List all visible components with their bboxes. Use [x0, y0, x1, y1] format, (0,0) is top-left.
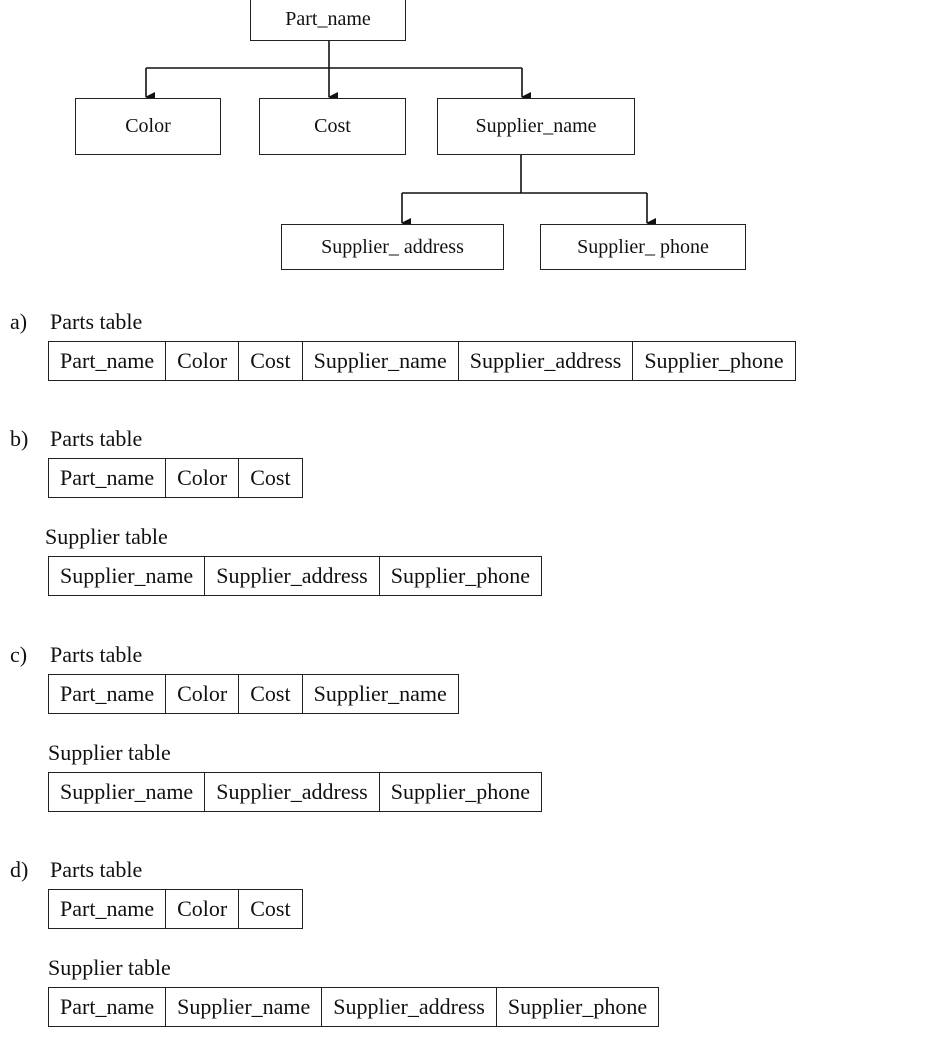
- column-cell: Supplier_phone: [378, 772, 543, 812]
- column-cell: Cost: [238, 889, 303, 929]
- node-supplier-phone: Supplier_ phone: [540, 224, 746, 270]
- column-cell: Cost: [238, 674, 303, 714]
- option-letter: d): [10, 857, 29, 882]
- column-cell: Color: [165, 341, 240, 381]
- column-cell: Cost: [238, 458, 303, 498]
- column-cell: Supplier_address: [204, 772, 380, 812]
- node-color: Color: [75, 98, 221, 155]
- option-letter: a): [10, 309, 28, 334]
- column-cell: Color: [165, 674, 240, 714]
- column-cell: Supplier_address: [321, 987, 497, 1027]
- supplier-table: Supplier_name Supplier_address Supplier_…: [47, 556, 543, 596]
- node-supplier-name: Supplier_name: [437, 98, 635, 155]
- column-cell: Supplier_address: [457, 341, 634, 381]
- column-cell: Part_name: [47, 674, 167, 714]
- parts-table: Part_name Color Cost Supplier_name: [47, 674, 459, 714]
- parts-table: Part_name Color Cost Supplier_name Suppl…: [47, 341, 796, 381]
- column-cell: Supplier_name: [301, 341, 459, 381]
- column-cell: Supplier_phone: [632, 341, 796, 381]
- column-cell: Supplier_name: [165, 987, 323, 1027]
- column-cell: Part_name: [47, 889, 167, 929]
- supplier-table: Part_name Supplier_name Supplier_address…: [47, 987, 660, 1027]
- column-cell: Color: [165, 458, 240, 498]
- node-cost: Cost: [259, 98, 406, 155]
- column-cell: Part_name: [47, 987, 167, 1027]
- table-caption: Parts table: [50, 426, 143, 451]
- column-cell: Cost: [238, 341, 303, 381]
- table-caption: Parts table: [50, 642, 143, 667]
- table-caption: Parts table: [50, 309, 143, 334]
- parts-table: Part_name Color Cost: [47, 458, 303, 498]
- column-cell: Supplier_phone: [378, 556, 543, 596]
- column-cell: Supplier_name: [47, 556, 206, 596]
- table-caption: Supplier table: [48, 955, 171, 980]
- column-cell: Supplier_address: [204, 556, 380, 596]
- supplier-table: Supplier_name Supplier_address Supplier_…: [47, 772, 543, 812]
- node-supplier-address: Supplier_ address: [281, 224, 504, 270]
- option-letter: c): [10, 642, 28, 667]
- column-cell: Color: [165, 889, 240, 929]
- tree-connectors: [145, 41, 656, 228]
- table-caption: Supplier table: [48, 740, 171, 765]
- column-cell: Supplier_name: [47, 772, 206, 812]
- node-part-name: Part_name: [250, 0, 406, 41]
- column-cell: Supplier_phone: [495, 987, 660, 1027]
- column-cell: Supplier_name: [301, 674, 459, 714]
- table-caption: Parts table: [50, 857, 143, 882]
- column-cell: Part_name: [47, 458, 167, 498]
- table-caption: Supplier table: [45, 524, 168, 549]
- column-cell: Part_name: [47, 341, 167, 381]
- parts-table: Part_name Color Cost: [47, 889, 303, 929]
- option-letter: b): [10, 426, 29, 451]
